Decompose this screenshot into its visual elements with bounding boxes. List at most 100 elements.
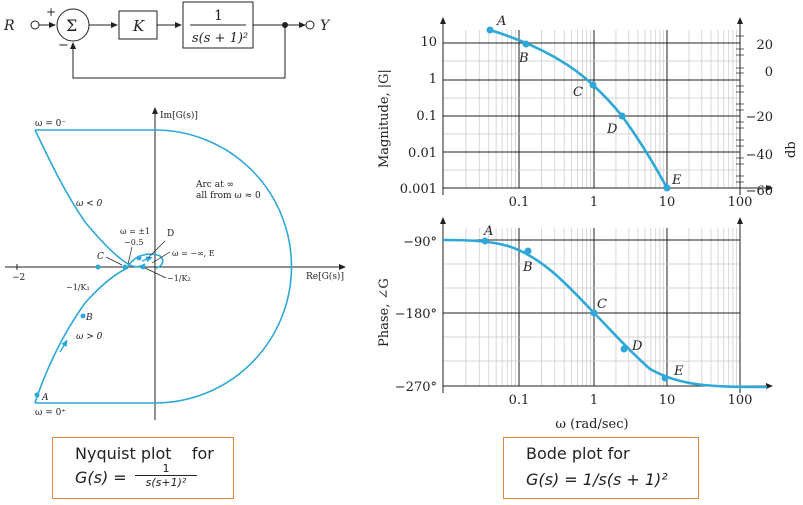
phase-xtick-1: 1 [590, 393, 598, 408]
nyquist-inner-loop [127, 253, 164, 269]
magnitude-y-label: Magnitude, |G| [377, 69, 392, 168]
phase-ytick-180: −180° [395, 307, 437, 322]
phase-ytick-90: −90° [403, 235, 437, 250]
block-diagram: R Σ + − K 1 s(s + 1)² Y [3, 1, 331, 79]
nyquist-arc-line2: all from ω ≈ 0 [196, 191, 261, 201]
magnitude-x-tick-labels: 0.1 1 10 100 [509, 195, 753, 210]
mag-label-c: C [573, 85, 583, 100]
nyquist-caption-fraction: 1 s(s+1)² [135, 463, 197, 489]
nyquist-w-lt0: ω < 0 [76, 199, 103, 209]
phase-point-d [620, 345, 628, 353]
phase-xtick-0.1: 0.1 [509, 393, 530, 408]
phase-point-a [481, 237, 489, 245]
mag-point-a [486, 26, 494, 34]
db-tick-0: 0 [765, 65, 773, 80]
db-tick-20: 20 [756, 38, 773, 53]
nyquist-negative-freq-branch [34, 129, 146, 268]
nyquist-w-0minus: ω = 0⁻ [35, 119, 66, 129]
nyquist-point-c [122, 264, 128, 270]
nyquist-caption: Nyquist plot for G(s) = 1 s(s+1)² [52, 437, 234, 499]
magnitude-db-label: db [784, 141, 799, 158]
nyquist-inv-k2: −1/K₂ [167, 274, 191, 283]
mag-ytick-0.1: 0.1 [416, 109, 437, 124]
nyquist-tick-minus2-label: −2 [12, 273, 25, 283]
mag-point-d [618, 112, 626, 120]
nyquist-minus05: −0.5 [124, 238, 143, 247]
nyquist-leader-inf [151, 251, 171, 264]
plant-denominator: s(s + 1)² [192, 31, 248, 46]
bode-caption: Bode plot for G(s) = 1/s(s + 1)² [503, 437, 699, 499]
mag-label-b: B [518, 51, 529, 66]
nyquist-caption-formula-lhs: G(s) = [75, 468, 127, 487]
mag-ytick-1: 1 [429, 72, 437, 87]
phase-point-b [524, 247, 532, 255]
feedback-path [70, 25, 286, 79]
nyquist-point-a [34, 392, 40, 398]
magnitude-points [486, 26, 671, 192]
phase-xtick-10: 10 [659, 393, 676, 408]
mag-point-b [522, 40, 530, 48]
phase-label-b: B [522, 260, 533, 275]
nyquist-point-minus-inv-k2 [140, 264, 146, 270]
bode-magnitude-plot: 10 1 0.1 0.01 0.001 20 0 −20 −40 −60 0.1… [377, 14, 799, 210]
input-label: R [3, 18, 15, 34]
nyquist-infinite-arc [35, 129, 293, 404]
bode-caption-line2: G(s) = 1/s(s + 1)² [526, 470, 668, 489]
mag-label-a: A [496, 14, 506, 29]
nyquist-leader-k2 [144, 267, 167, 279]
plant-numerator: 1 [214, 8, 223, 24]
bode-phase-plot: −90° −180° −270° 0.1 1 10 100 ω (rad/sec… [377, 217, 773, 432]
phase-ytick-270: −270° [395, 380, 437, 395]
nyquist-leader-c [105, 256, 123, 266]
phase-point-e [661, 374, 669, 382]
minus-sign: − [58, 38, 69, 53]
phase-x-tick-labels: 0.1 1 10 100 [509, 393, 753, 408]
mag-xtick-0.1: 0.1 [509, 195, 530, 210]
phase-y-tick-labels: −90° −180° −270° [395, 235, 437, 395]
magnitude-db-tick-labels: 20 0 −20 −40 −60 [746, 38, 773, 199]
db-tick-minus20: −20 [746, 110, 773, 125]
output-label: Y [320, 18, 331, 34]
output-node [305, 20, 315, 30]
phase-label-a: A [483, 224, 493, 239]
nyquist-direction-arrow-lower [59, 339, 68, 353]
mag-point-e [663, 184, 671, 192]
phase-xtick-100: 100 [728, 393, 753, 408]
phase-grid [443, 228, 740, 386]
nyquist-direction-arrow-upper [141, 256, 153, 263]
nyquist-w-inf: ω = −∞, E [172, 249, 215, 258]
mag-label-d: D [606, 122, 618, 137]
nyquist-leader-w1 [127, 246, 133, 265]
nyquist-im-label: Im[G(s)] [160, 110, 198, 121]
nyquist-inv-k1: −1/K₁ [66, 283, 90, 292]
mag-ytick-10: 10 [420, 35, 437, 50]
phase-label-d: D [631, 339, 643, 354]
bode-caption-line1: Bode plot for [526, 444, 630, 463]
magnitude-curve [489, 28, 669, 189]
nyquist-point-d [136, 255, 142, 261]
phase-point-c [590, 309, 598, 317]
mag-ytick-0.001: 0.001 [400, 182, 437, 197]
mag-xtick-10: 10 [659, 195, 676, 210]
phase-label-e: E [673, 364, 684, 379]
nyquist-label-c: C [97, 252, 104, 262]
mag-label-e: E [671, 173, 682, 188]
nyquist-leader-d [147, 240, 166, 259]
nyquist-arc-line1: Arc at ∞ [195, 180, 234, 190]
input-node [30, 20, 40, 30]
nyquist-plot: Im[G(s)] Re[G(s)] −2 ω = 0⁻ ω = 0⁺ A B ω… [5, 107, 346, 420]
db-tick-minus40: −40 [746, 148, 773, 163]
nyquist-point-minus-inv-k1 [95, 264, 101, 270]
phase-point-labels: A B C D E [483, 224, 684, 379]
nyquist-label-a: A [41, 393, 49, 403]
db-tick-minus60: −60 [746, 184, 773, 199]
phase-points [481, 237, 669, 382]
nyquist-w-0plus: ω = 0⁺ [35, 408, 66, 418]
mag-xtick-1: 1 [590, 195, 598, 210]
plus-sign: + [46, 5, 56, 19]
sum-symbol: Σ [66, 16, 77, 35]
magnitude-point-labels: A B C D E [496, 14, 682, 188]
nyquist-label-d: D [167, 229, 174, 239]
nyquist-caption-line1: Nyquist plot for [75, 444, 214, 463]
